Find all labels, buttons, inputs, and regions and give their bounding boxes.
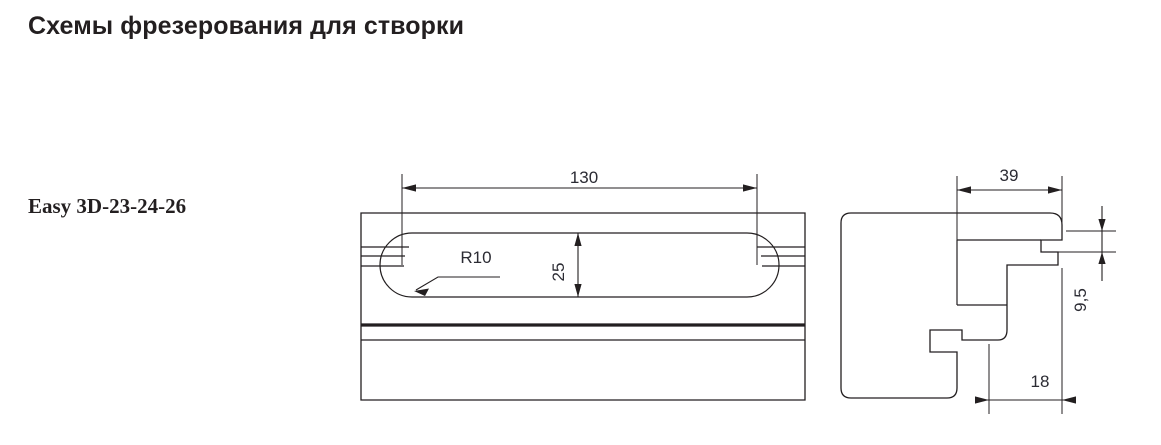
arrow-25-top	[574, 233, 582, 246]
page-title: Схемы фрезерования для створки	[28, 12, 465, 40]
arrow-39-right	[1048, 186, 1062, 194]
arrow-39-left	[957, 186, 971, 194]
part-label: Easy 3D-23-24-26	[28, 194, 187, 218]
cross-section-view	[840, 176, 1116, 414]
dim-label-25: 25	[549, 263, 568, 282]
arrow-95-bottom	[1098, 252, 1106, 264]
dim-label-r10: R10	[460, 248, 491, 267]
arrow-18-left	[975, 396, 989, 404]
arrow-r10	[414, 288, 429, 296]
arrow-25-bottom	[574, 284, 582, 297]
arrow-130-left	[402, 184, 416, 192]
arrow-18-right	[1062, 396, 1076, 404]
leader-line-r10	[415, 276, 500, 291]
body-outline	[360, 212, 806, 401]
arrow-130-right	[743, 184, 757, 192]
rounded-slot	[379, 232, 780, 298]
dim-label-95: 9,5	[1071, 288, 1090, 312]
profile-outline	[840, 212, 1063, 399]
arrow-95-top	[1098, 219, 1106, 231]
front-face-view	[360, 174, 806, 401]
dim-label-18: 18	[1031, 372, 1050, 391]
dim-label-130: 130	[570, 168, 598, 187]
dim-label-39: 39	[1000, 166, 1019, 185]
